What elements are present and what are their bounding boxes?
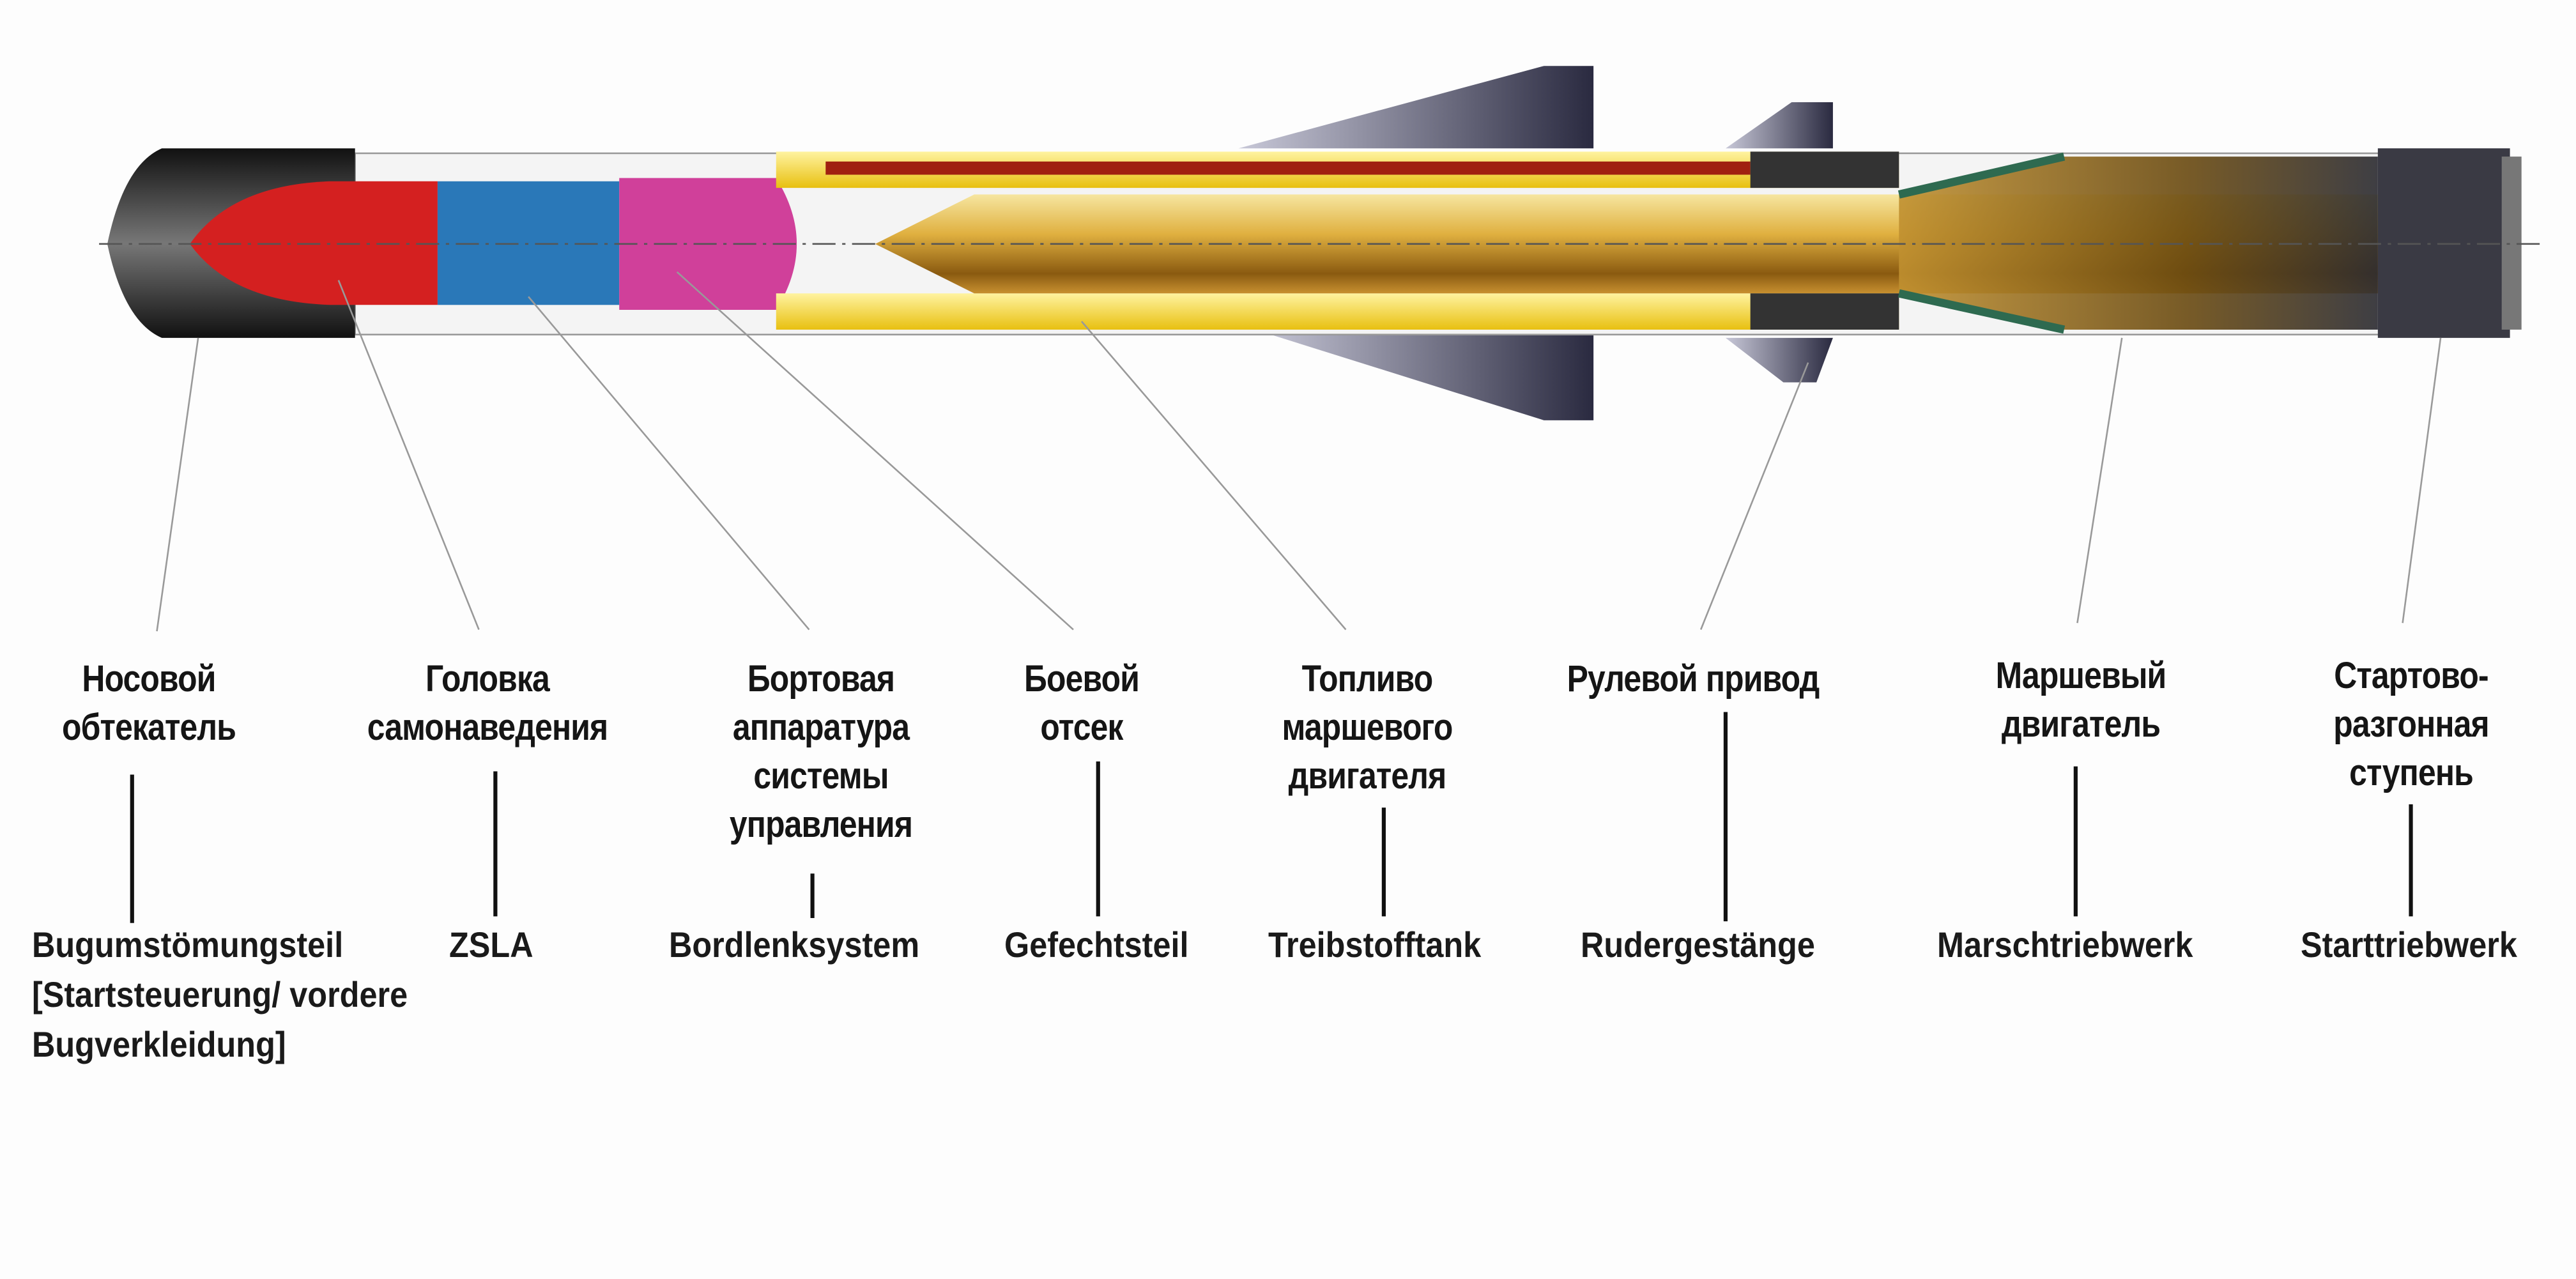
de-label-avionics: Bordlenksystem — [669, 924, 920, 965]
rudder-bottom — [1725, 337, 1833, 383]
de-label-rudder: Rudergestänge — [1581, 924, 1815, 965]
leader-lines — [156, 271, 2442, 632]
de-label-warhead: Gefechtsteil — [1004, 924, 1189, 965]
de-label-fuel: Treibstofftank — [1268, 924, 1482, 965]
rudder-top — [1725, 102, 1833, 149]
connector-lines — [130, 712, 2413, 923]
de-label-sustainer: Marschtriebwerk — [1937, 924, 2193, 965]
fin-top — [1238, 66, 1594, 149]
ru-label-rudder-drive: Рулевой привод — [1567, 658, 1820, 700]
de-label-booster: Starttriebwerk — [2301, 924, 2517, 965]
fin-bottom — [1255, 329, 1594, 420]
de-label-nose-fairing: Bugumstömungsteil[Startsteuerung/ vorder… — [32, 924, 408, 1064]
fuel-tube-bottom — [776, 293, 1899, 330]
de-label-seeker: ZSLA — [449, 924, 533, 965]
